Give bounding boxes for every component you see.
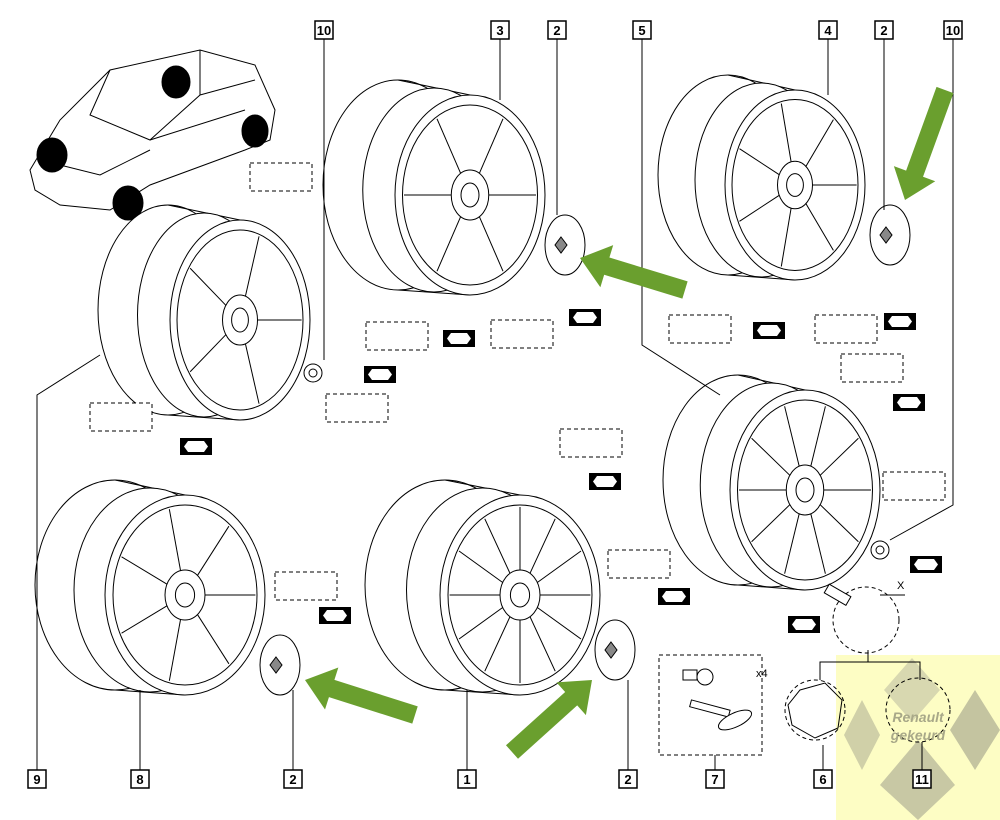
callout-number: 2 [553, 23, 560, 38]
watermark-line1: Renault [892, 709, 945, 725]
part-reference-tag [319, 607, 351, 624]
green-arrow-icon [505, 680, 592, 759]
nut-icon [787, 682, 843, 739]
reference-placeholder [668, 314, 732, 344]
callout-bottom-0: 9 [27, 769, 47, 789]
callout-bottom-4: 2 [618, 769, 638, 789]
green-arrow-icon [305, 667, 418, 724]
wheel-4 [657, 74, 866, 281]
part-reference-tag [910, 556, 942, 573]
reference-placeholder [882, 471, 946, 501]
callout-number: 9 [33, 772, 40, 787]
hubcap [259, 634, 301, 696]
bolt-icon [682, 668, 714, 686]
part-reference-tag [180, 438, 212, 455]
part-reference-tag [788, 616, 820, 633]
reference-placeholder [814, 314, 878, 344]
wheel-3 [322, 79, 546, 296]
callout-top-1: 3 [490, 20, 510, 40]
part-reference-tag [893, 394, 925, 411]
part-reference-tag [589, 473, 621, 490]
callout-bottom-1: 8 [130, 769, 150, 789]
reference-placeholder [89, 402, 153, 432]
callout-top-2: 2 [547, 20, 567, 40]
callout-bottom-6: 6 [813, 769, 833, 789]
callout-number: 2 [880, 23, 887, 38]
green-arrow-icon [893, 86, 954, 200]
green-arrow-icon [580, 245, 688, 299]
callout-number: 6 [819, 772, 826, 787]
part-reference-tag [658, 588, 690, 605]
callout-bottom-7: 11 [912, 769, 932, 789]
wheel-9 [97, 204, 311, 421]
reference-placeholder [840, 353, 904, 383]
hubcap [594, 619, 636, 681]
wheel-1 [364, 479, 601, 696]
callout-bottom-3: 1 [457, 769, 477, 789]
callout-number: 7 [711, 772, 718, 787]
callout-top-6: 10 [943, 20, 963, 40]
detail-label: X [897, 580, 905, 592]
wheel-key-icon [689, 699, 753, 731]
part-reference-tag [753, 322, 785, 339]
callout-top-0: 10 [314, 20, 334, 40]
callout-number: 4 [824, 23, 832, 38]
callout-bottom-5: 7 [705, 769, 725, 789]
callout-number: 1 [463, 772, 470, 787]
callout-number: 10 [946, 23, 960, 38]
part-reference-tag [364, 366, 396, 383]
quantity-label: x4 [756, 668, 768, 680]
part-reference-tag [569, 309, 601, 326]
callout-number: 11 [915, 772, 929, 787]
part-reference-tag [443, 330, 475, 347]
hubcap [544, 214, 586, 276]
callout-bottom-2: 2 [283, 769, 303, 789]
watermark-line2: gekeurd [890, 727, 946, 743]
callout-number: 2 [624, 772, 631, 787]
callout-number: 2 [289, 772, 296, 787]
callout-number: 5 [638, 23, 645, 38]
bolt-icon [823, 583, 852, 607]
wheel-5 [662, 374, 881, 591]
callout-top-5: 2 [874, 20, 894, 40]
callout-number: 10 [317, 23, 331, 38]
car-illustration [29, 49, 276, 221]
reference-placeholder [325, 393, 389, 423]
reference-placeholder [365, 321, 429, 351]
reference-placeholder [490, 319, 554, 349]
callout-number: 8 [136, 772, 143, 787]
callout-number: 3 [496, 23, 503, 38]
wheel-8 [34, 479, 266, 696]
reference-placeholder [249, 162, 313, 192]
reference-placeholder [274, 571, 338, 601]
reference-placeholder [559, 428, 623, 458]
reference-placeholder [607, 549, 671, 579]
callout-top-4: 4 [818, 20, 838, 40]
renault-watermark [836, 655, 1000, 820]
part-reference-tag [884, 313, 916, 330]
hubcap [869, 204, 911, 266]
callout-top-3: 5 [632, 20, 652, 40]
